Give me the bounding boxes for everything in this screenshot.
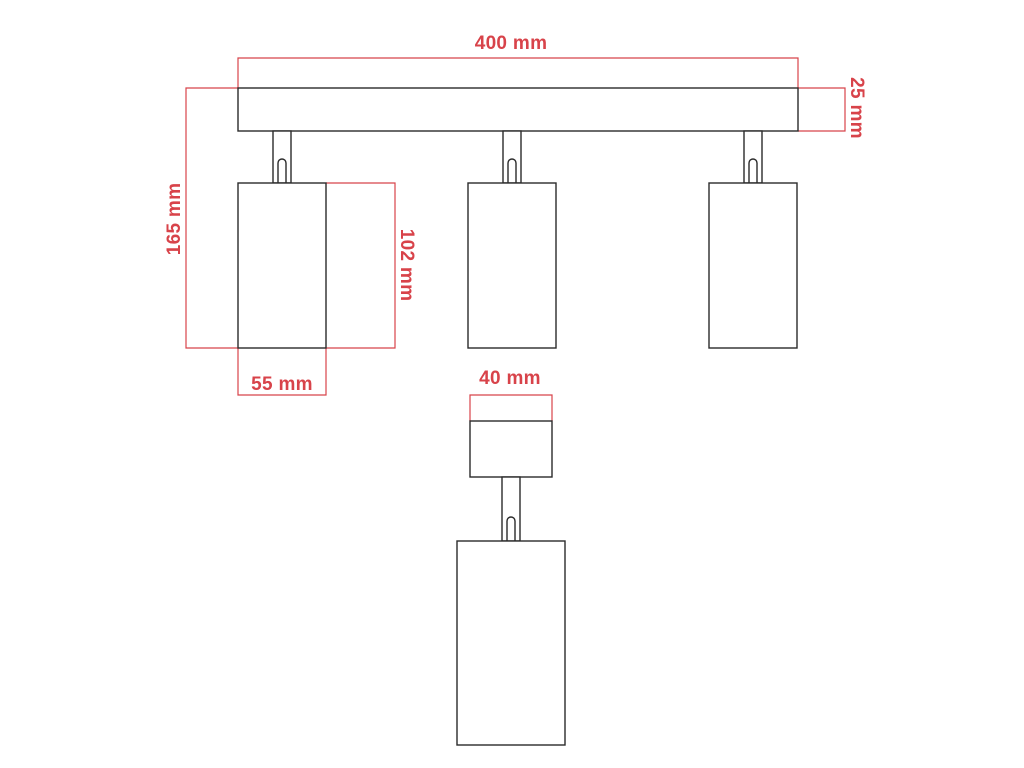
label-total-height: 165 mm	[164, 183, 185, 256]
spot-1-body	[237, 182, 327, 349]
dimension-lines	[185, 57, 846, 421]
spot-2-joint	[507, 158, 517, 183]
side-joint	[506, 516, 516, 541]
label-bar-length: 400 mm	[475, 33, 548, 54]
dim-bar-length-line	[237, 57, 799, 88]
dimension-labels: 400 mm 25 mm 165 mm 102 mm 55 mm 40 mm	[164, 33, 867, 395]
spot-2-body	[467, 182, 557, 349]
label-base-width: 40 mm	[479, 368, 541, 389]
dim-spot-width-line	[237, 348, 327, 396]
spot-3-body	[708, 182, 798, 349]
spot-2-stem	[502, 130, 522, 184]
dim-bar-height-line	[798, 87, 846, 132]
side-view-spotlight	[456, 420, 566, 746]
side-stem	[501, 476, 521, 542]
spot-1-joint	[277, 158, 287, 183]
dim-base-width-line	[469, 394, 553, 421]
label-bar-height: 25 mm	[846, 77, 867, 139]
dim-spot-height-line	[326, 182, 396, 349]
spot-3-stem	[743, 130, 763, 184]
label-spot-height: 102 mm	[396, 229, 417, 302]
mounting-bar	[237, 87, 799, 132]
side-base-block	[469, 420, 553, 478]
spotlight-3	[708, 130, 798, 349]
label-spot-width: 55 mm	[251, 374, 313, 395]
spot-3-joint	[748, 158, 758, 183]
side-spot-body	[456, 540, 566, 746]
spotlight-1	[237, 130, 327, 349]
dim-total-height-line	[185, 87, 238, 349]
spotlight-2	[467, 130, 557, 349]
spot-1-stem	[272, 130, 292, 184]
